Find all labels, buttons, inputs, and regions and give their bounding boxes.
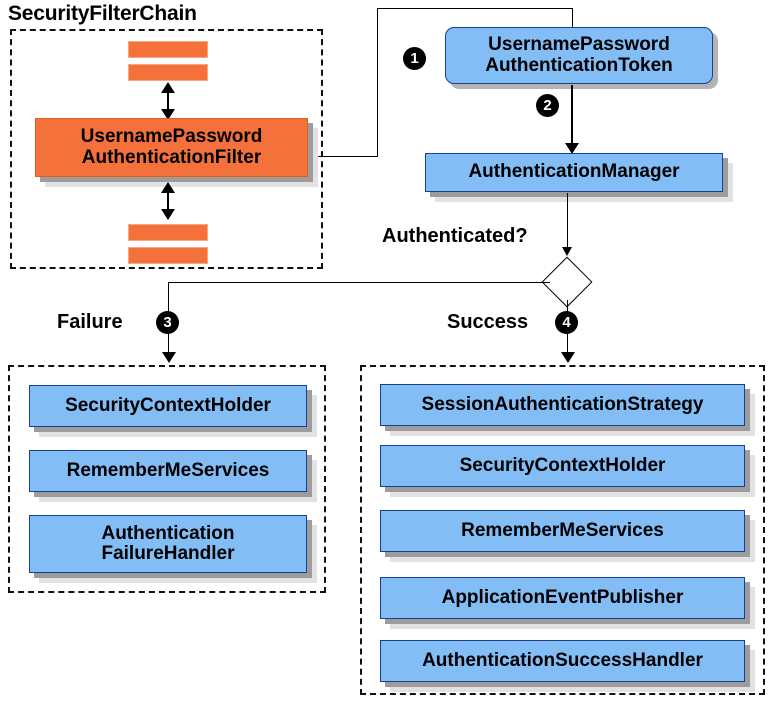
filter-link-lower-arrowhead-down	[161, 209, 175, 220]
failure-item-security-context-holder[interactable]: SecurityContextHolder	[29, 385, 307, 427]
filter-link-upper-arrowhead-up	[161, 82, 175, 93]
node-username-password-authentication-token[interactable]: UsernamePassword AuthenticationToken	[445, 27, 713, 84]
filter-strip-top-1	[128, 41, 208, 58]
success-item-security-context-holder[interactable]: SecurityContextHolder	[380, 445, 745, 487]
failure-item-remember-me-services[interactable]: RememberMeServices	[29, 450, 307, 492]
connector-success-arrowhead	[561, 352, 575, 363]
connector-filter-to-token-vertical	[377, 8, 378, 157]
filter-link-lower-arrowhead-up	[161, 182, 175, 193]
success-item-session-authentication-strategy[interactable]: SessionAuthenticationStrategy	[380, 384, 745, 426]
success-item-remember-me-services[interactable]: RememberMeServices	[380, 510, 745, 552]
security-filter-chain-title: SecurityFilterChain	[8, 2, 197, 25]
success-item-application-event-publisher[interactable]: ApplicationEventPublisher	[380, 577, 745, 619]
filter-strip-top-2	[128, 64, 208, 81]
step-badge-1: 1	[403, 47, 426, 70]
node-username-password-authentication-filter[interactable]: UsernamePassword AuthenticationFilter	[35, 118, 308, 177]
connector-decision-to-failure-horizontal	[168, 282, 550, 283]
step-badge-2: 2	[536, 94, 559, 117]
connector-filter-to-token-horizontal-lower	[318, 156, 377, 157]
connector-manager-to-decision-arrowhead	[562, 247, 572, 256]
node-authentication-manager[interactable]: AuthenticationManager	[425, 153, 723, 192]
branch-label-success: Success	[447, 311, 529, 333]
security-filter-chain-container	[10, 29, 323, 269]
connector-manager-to-decision-line	[567, 193, 568, 253]
decision-label-authenticated: Authenticated?	[382, 225, 528, 247]
connector-token-entry-stub	[572, 8, 573, 28]
filter-strip-bottom-1	[128, 224, 208, 241]
filter-strip-bottom-2	[128, 247, 208, 264]
step-badge-3: 3	[156, 311, 179, 334]
filter-link-upper-arrowhead-down	[161, 109, 175, 120]
connector-filter-to-token-horizontal-upper	[377, 8, 573, 9]
failure-group-container	[8, 365, 326, 593]
connector-failure-arrowhead	[162, 352, 176, 363]
step-badge-4: 4	[555, 311, 578, 334]
connector-token-to-manager-arrowhead	[565, 143, 579, 154]
success-item-authentication-success-handler[interactable]: AuthenticationSuccessHandler	[380, 640, 745, 682]
failure-item-authentication-failure-handler[interactable]: Authentication FailureHandler	[29, 515, 307, 573]
filter-link-upper-line	[167, 88, 169, 114]
filter-link-lower-line	[167, 188, 169, 214]
success-group-container	[360, 365, 765, 695]
connector-token-to-manager-line	[571, 85, 573, 147]
branch-label-failure: Failure	[57, 311, 123, 333]
